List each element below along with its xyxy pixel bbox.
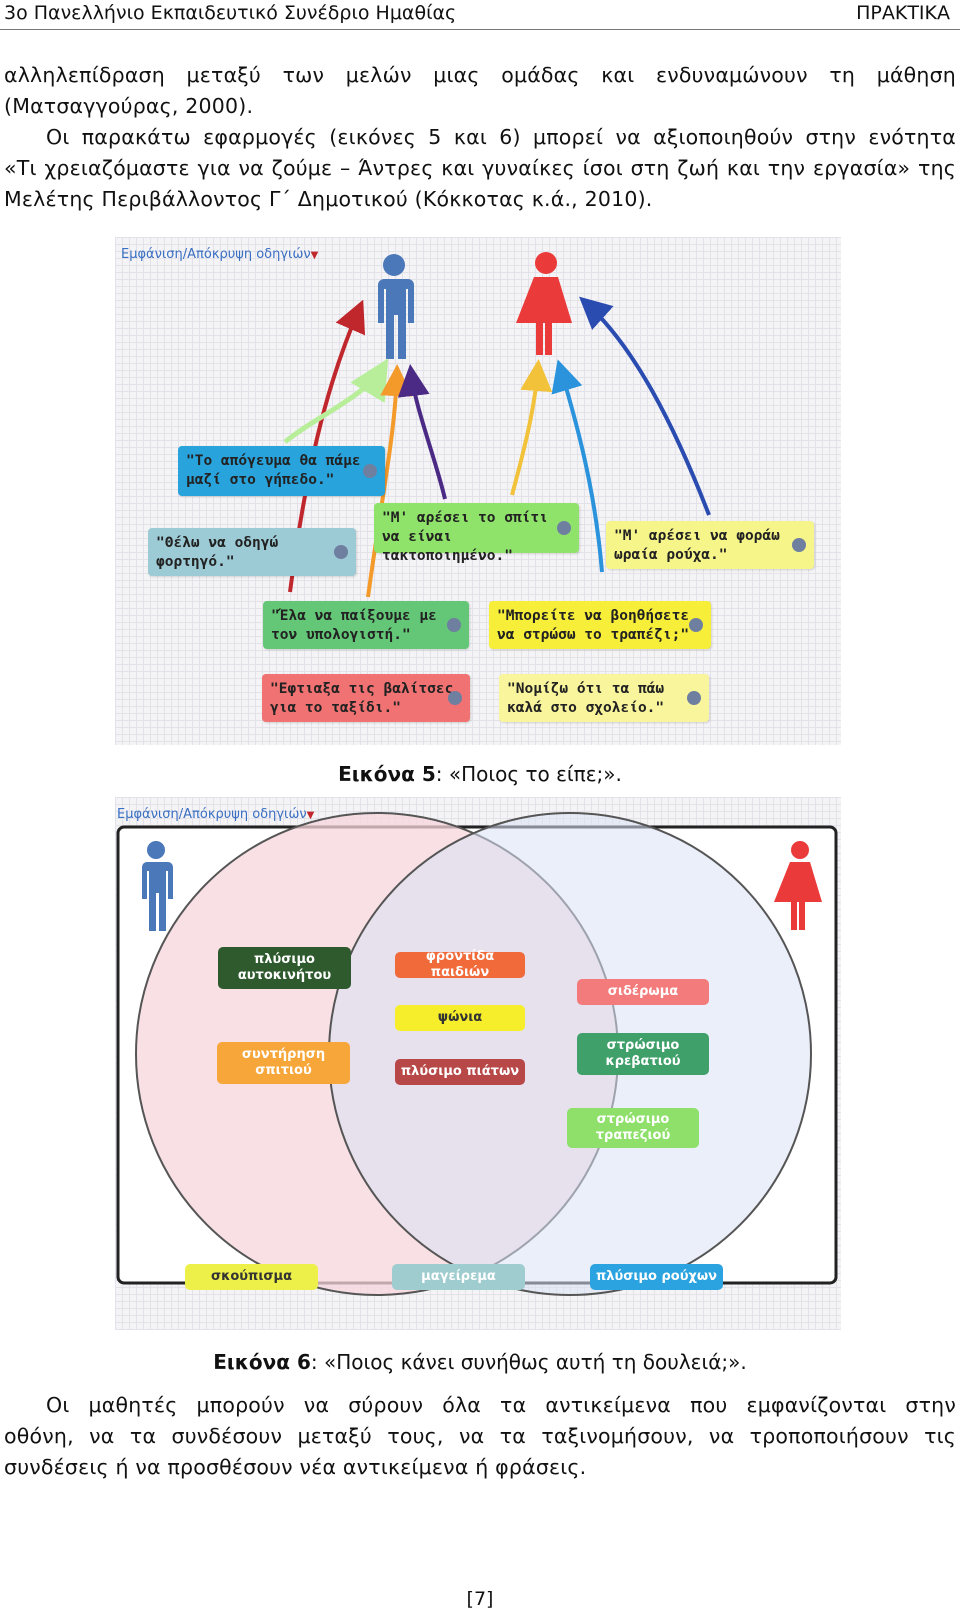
quote-text: "Έλα να παίξουμε με τον υπολογιστή." (271, 608, 437, 643)
task-chip[interactable]: στρώσιμο κρεβατιού (577, 1033, 709, 1075)
task-chip[interactable]: φροντίδα παιδιών (395, 949, 525, 980)
caption-text: : «Ποιος κάνει συνήθως αυτή τη δουλειά;»… (310, 1350, 747, 1374)
quote-text: "Μ' αρέσει να φοράω ωραία ρούχα." (614, 528, 780, 563)
quote-note[interactable]: "Μ' αρέσει το σπίτι να είναι τακτοποιημέ… (374, 503, 579, 564)
intro-line-3: Οι παρακάτω εφαρμογές (εικόνες 5 και 6) … (46, 125, 956, 149)
quote-note[interactable]: "Νομίζω ότι τα πάω καλά στο σχολείο." (499, 674, 709, 722)
quote-text: "Νομίζω ότι τα πάω καλά στο σχολείο." (507, 681, 665, 716)
note-handle-icon[interactable] (557, 521, 571, 535)
toggle-instructions-link[interactable]: Εμφάνιση/Απόκρυψη οδηγιών▼ (121, 247, 318, 262)
task-label: συντήρηση σπιτιού (241, 1047, 326, 1078)
quote-note[interactable]: "Έλα να παίξουμε με τον υπολογιστή." (263, 601, 469, 649)
task-label: μαγείρεμα (421, 1269, 496, 1284)
intro-line-4: «Τι χρειαζόμαστε για να ζούμε – Άντρες κ… (4, 156, 956, 180)
task-label: ψώνια (437, 1010, 483, 1025)
section-title: ΠΡΑΚΤΙΚΑ (856, 2, 950, 24)
venn-diagram (116, 812, 838, 1296)
figure-6-canvas: Εμφάνιση/Απόκρυψη οδηγιών▼ πλύσιμο αυτοκ… (115, 797, 841, 1330)
conference-title: 3ο Πανελλήνιο Εκπαιδευτικό Συνέδριο Ημαθ… (4, 2, 457, 24)
task-chip[interactable]: πλύσιμο ρούχων (590, 1264, 723, 1290)
caption-label: Εικόνα 6 (213, 1350, 311, 1374)
quote-text: "Μ' αρέσει το σπίτι να είναι τακτοποιημέ… (382, 510, 548, 564)
task-chip[interactable]: συντήρηση σπιτιού (217, 1042, 350, 1084)
task-chip[interactable]: σιδέρωμα (577, 979, 709, 1005)
note-handle-icon[interactable] (334, 545, 348, 559)
man-icon[interactable] (378, 254, 414, 359)
quote-note[interactable]: "Μπορείτε να βοηθήσετε να στρώσω το τραπ… (489, 601, 711, 649)
task-chip[interactable]: στρώσιμο τραπεζιού (567, 1108, 699, 1148)
note-handle-icon[interactable] (447, 618, 461, 632)
caption-label: Εικόνα 5 (338, 762, 436, 786)
task-chip[interactable]: πλύσιμο αυτοκινήτου (218, 947, 351, 989)
women-circle (328, 812, 812, 1296)
note-handle-icon[interactable] (792, 538, 806, 552)
outro-paragraph: Οι μαθητές μπορούν να σύρουν όλα τα αντι… (4, 1390, 956, 1483)
intro-line-2: (Ματσαγγούρας, 2000). (4, 94, 254, 118)
task-label: πλύσιμο πιάτων (400, 1064, 520, 1079)
intro-paragraph: αλληλεπίδραση μεταξύ των μελών μιας ομάδ… (4, 60, 956, 215)
task-chip[interactable]: σκούπισμα (185, 1264, 318, 1290)
task-chip[interactable]: ψώνια (395, 1005, 525, 1031)
quote-text: "Εφτιαξα τις βαλίτσες για το ταξίδι." (270, 681, 454, 716)
man-icon[interactable] (142, 841, 173, 931)
task-label: πλύσιμο ρούχων (595, 1269, 718, 1284)
quote-note[interactable]: "Μ' αρέσει να φοράω ωραία ρούχα." (606, 521, 814, 569)
figure-5-caption: Εικόνα 5: «Ποιος το είπε;». (0, 762, 960, 786)
woman-icon[interactable] (516, 252, 572, 355)
page-header: 3ο Πανελλήνιο Εκπαιδευτικό Συνέδριο Ημαθ… (0, 0, 960, 30)
task-label: φροντίδα παιδιών (425, 949, 495, 980)
toggle-instructions-label: Εμφάνιση/Απόκρυψη οδηγιών (117, 807, 307, 822)
dropdown-triangle-icon: ▼ (310, 250, 319, 261)
task-label: πλύσιμο αυτοκινήτου (237, 952, 332, 983)
quote-text: "Το απόγευμα θα πάμε μαζί στο γήπεδο." (186, 453, 361, 488)
note-handle-icon[interactable] (363, 464, 377, 478)
woman-icon[interactable] (774, 841, 822, 930)
task-label: σιδέρωμα (607, 984, 679, 999)
dropdown-triangle-icon: ▼ (306, 810, 315, 821)
page-number: [7] (466, 1588, 494, 1610)
task-label: στρώσιμο τραπεζιού (595, 1112, 671, 1143)
outro-line-2: οθόνη, να τα συνδέσουν μεταξύ τους, να τ… (4, 1424, 956, 1448)
quote-note[interactable]: "Το απόγευμα θα πάμε μαζί στο γήπεδο." (178, 446, 385, 496)
outro-line-1: Οι μαθητές μπορούν να σύρουν όλα τα αντι… (46, 1393, 956, 1417)
note-handle-icon[interactable] (448, 691, 462, 705)
toggle-instructions-label: Εμφάνιση/Απόκρυψη οδηγιών (121, 247, 311, 262)
note-handle-icon[interactable] (687, 691, 701, 705)
task-chip[interactable]: μαγείρεμα (392, 1264, 525, 1290)
toggle-instructions-link[interactable]: Εμφάνιση/Απόκρυψη οδηγιών▼ (117, 807, 314, 822)
task-label: στρώσιμο κρεβατιού (605, 1038, 681, 1069)
note-handle-icon[interactable] (689, 618, 703, 632)
task-chip[interactable]: πλύσιμο πιάτων (395, 1059, 525, 1085)
outro-line-3: συνδέσεις ή να προσθέσουν νέα αντικείμεν… (4, 1455, 587, 1479)
figure-5-canvas: Εμφάνιση/Απόκρυψη οδηγιών▼ (115, 237, 841, 745)
caption-text: : «Ποιος το είπε;». (435, 762, 622, 786)
intro-line-5: Μελέτης Περιβάλλοντος Γ΄ Δημοτικού (Κόκκ… (4, 187, 653, 211)
quote-note[interactable]: "Θέλω να οδηγώ φορτηγό." (148, 528, 356, 576)
quote-text: "Θέλω να οδηγώ φορτηγό." (156, 535, 279, 570)
figure-6-caption: Εικόνα 6: «Ποιος κάνει συνήθως αυτή τη δ… (0, 1350, 960, 1374)
quote-note[interactable]: "Εφτιαξα τις βαλίτσες για το ταξίδι." (262, 674, 470, 722)
quote-text: "Μπορείτε να βοηθήσετε να στρώσω το τραπ… (497, 608, 690, 643)
intro-line-1: αλληλεπίδραση μεταξύ των μελών μιας ομάδ… (4, 63, 956, 87)
figure-5-graphics (283, 252, 711, 598)
task-label: σκούπισμα (210, 1269, 293, 1284)
